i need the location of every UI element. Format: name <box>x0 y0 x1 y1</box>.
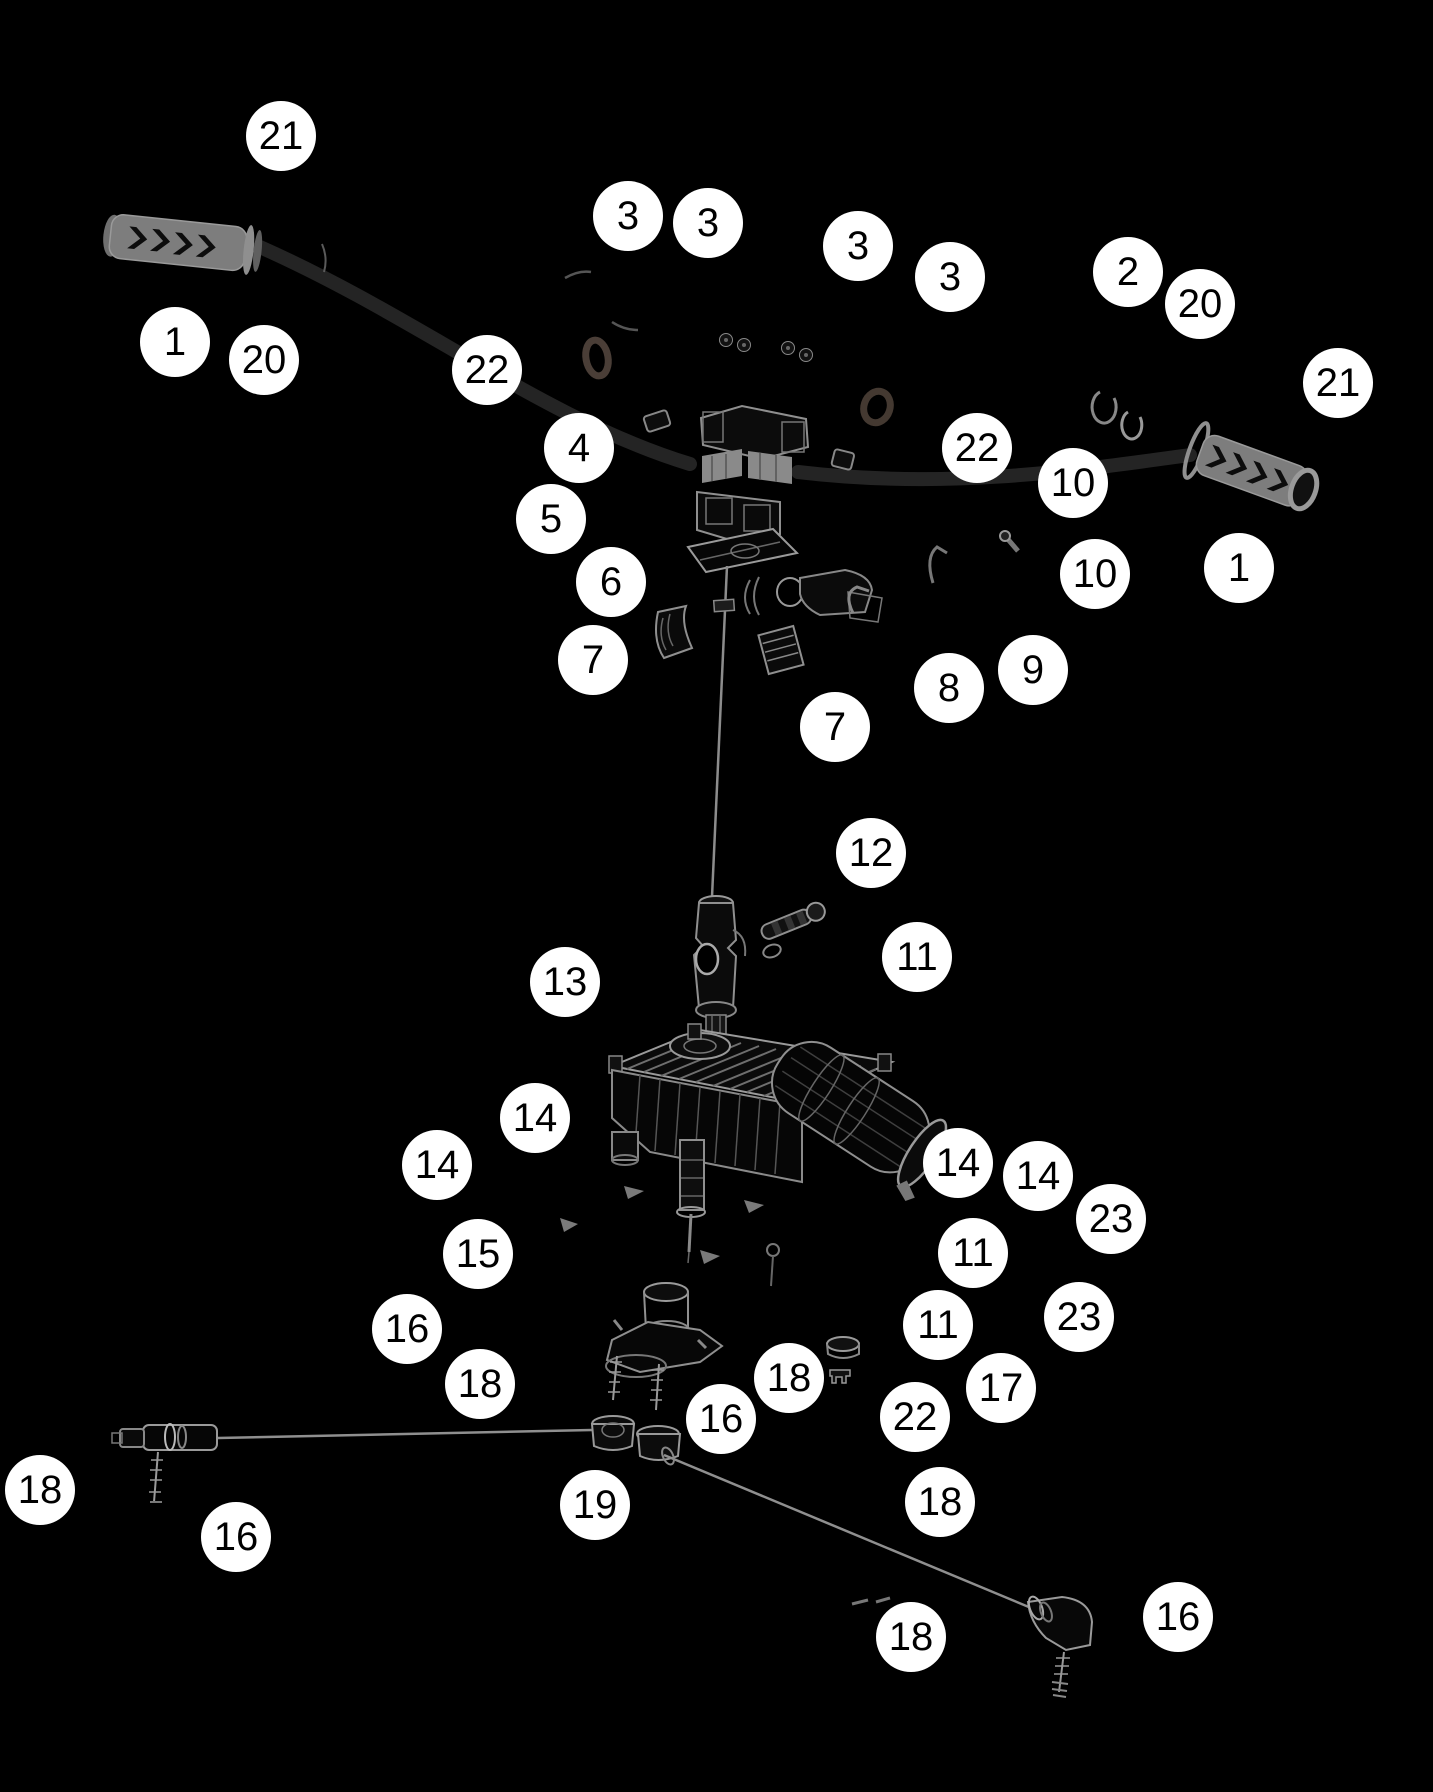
callout-13-part-5: 5 <box>516 484 586 554</box>
callout-44-part-16: 16 <box>1143 1582 1213 1652</box>
callout-9-part-21: 21 <box>1303 348 1373 418</box>
callout-37-part-17: 17 <box>966 1353 1036 1423</box>
callout-0-part-21: 21 <box>246 101 316 171</box>
callout-40-part-18: 18 <box>5 1455 75 1525</box>
cap-and-bushing <box>826 1336 860 1384</box>
callout-25-part-14: 14 <box>500 1083 570 1153</box>
o-ring-right <box>860 387 894 427</box>
o-ring-left <box>582 336 612 380</box>
callout-43-part-16: 16 <box>201 1502 271 1572</box>
callout-22-part-12: 12 <box>836 818 906 888</box>
pitman-arm-assembly <box>590 1282 724 1461</box>
callout-38-part-22: 22 <box>880 1382 950 1452</box>
callout-15-part-7: 7 <box>558 625 628 695</box>
callout-6-part-3: 3 <box>915 242 985 312</box>
callout-21-part-7: 7 <box>800 692 870 762</box>
callout-29-part-23: 23 <box>1076 1184 1146 1254</box>
callout-31-part-11: 11 <box>938 1218 1008 1288</box>
callout-1-part-1: 1 <box>140 307 210 377</box>
callout-23-part-11: 11 <box>882 922 952 992</box>
callout-7-part-2: 2 <box>1093 237 1163 307</box>
handlebar-clamp-assembly <box>642 404 856 574</box>
steering-shaft <box>710 565 736 898</box>
callout-24-part-13: 13 <box>530 947 600 1017</box>
callout-45-part-18: 18 <box>876 1602 946 1672</box>
upper-steering-joint <box>744 390 1144 623</box>
callout-27-part-14: 14 <box>923 1128 993 1198</box>
callout-16-part-10: 10 <box>1038 448 1108 518</box>
left-grip <box>103 214 263 275</box>
callout-14-part-6: 6 <box>576 547 646 617</box>
callout-11-part-22: 22 <box>942 413 1012 483</box>
callout-20-part-8: 8 <box>914 653 984 723</box>
callout-18-part-1: 1 <box>1204 533 1274 603</box>
shaft-boots <box>655 604 805 676</box>
small-arrow-marks <box>560 1186 764 1264</box>
callout-2-part-20: 20 <box>229 325 299 395</box>
callout-41-part-18: 18 <box>905 1467 975 1537</box>
callout-12-part-4: 4 <box>544 413 614 483</box>
callout-32-part-23: 23 <box>1044 1282 1114 1352</box>
tie-rod-left <box>111 1423 593 1503</box>
callout-28-part-14: 14 <box>1003 1141 1073 1211</box>
callout-36-part-18: 18 <box>754 1343 824 1413</box>
callout-26-part-14: 14 <box>402 1130 472 1200</box>
callout-39-part-16: 16 <box>686 1384 756 1454</box>
tie-rod-right <box>661 1446 1094 1698</box>
callout-17-part-10: 10 <box>1060 539 1130 609</box>
pinch-bolt <box>760 901 826 959</box>
callout-8-part-20: 20 <box>1165 269 1235 339</box>
callout-34-part-16: 16 <box>372 1294 442 1364</box>
callout-19-part-9: 9 <box>998 635 1068 705</box>
callout-33-part-11: 11 <box>903 1290 973 1360</box>
upper-u-joint <box>692 895 747 1038</box>
callout-42-part-19: 19 <box>560 1470 630 1540</box>
callout-5-part-3: 3 <box>823 211 893 281</box>
callout-4-part-3: 3 <box>673 188 743 258</box>
clamp-bolts <box>719 333 813 362</box>
callout-30-part-15: 15 <box>443 1219 513 1289</box>
callout-10-part-22: 22 <box>452 335 522 405</box>
callout-35-part-18: 18 <box>445 1349 515 1419</box>
small-bolt-lower <box>766 1243 780 1287</box>
right-grip <box>1182 421 1320 512</box>
callout-3-part-3: 3 <box>593 181 663 251</box>
